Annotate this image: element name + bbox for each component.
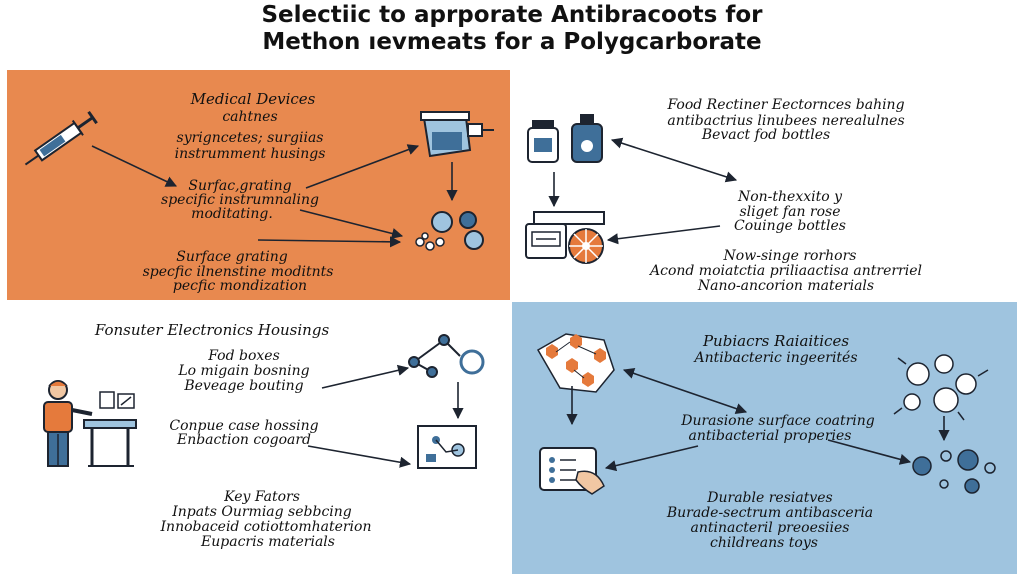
panel2-line: Couinge bottles xyxy=(734,218,846,234)
dots-cluster-icon xyxy=(912,449,996,494)
hexagon-cluster-icon xyxy=(536,333,615,393)
orange-slice-icon xyxy=(568,228,604,264)
panel1-line: syrigncetes; surgiias xyxy=(176,130,324,146)
panel2-line: Bevact fod bottles xyxy=(701,127,831,143)
panel3-arrows xyxy=(307,364,464,468)
worker-icon xyxy=(43,380,137,467)
panel3-line: Eupacris materials xyxy=(201,534,335,550)
molecule-link-icon xyxy=(408,334,485,378)
panel4-arrows xyxy=(566,367,950,472)
panel1-line: cahtnes xyxy=(222,109,278,125)
panel4-line: Durasione surface coatring xyxy=(681,413,875,429)
panel4-line: Burade-sectrum antibasceria xyxy=(666,505,874,521)
panel4-line: childreans toys xyxy=(710,535,818,551)
panel2-line: Non-thexxito y xyxy=(737,189,843,205)
panel3-line: Beveage bouting xyxy=(184,378,304,394)
panel1-line: Surfac,grating xyxy=(188,178,292,194)
title-line-1: Selectiic to aprporate Antibracoots for xyxy=(261,2,763,28)
panel2-line: Now-singe rorhors xyxy=(723,248,857,264)
panel3-line: Key Fators xyxy=(224,489,300,505)
panel1-arrows xyxy=(91,144,458,248)
panel3-line: Inpats Ourmiag sebbcing xyxy=(172,504,352,520)
panel4-line: antinacteril preoesiies xyxy=(690,520,850,536)
panel2-line: Acond moiatctia priliaactisa antrerriel xyxy=(649,263,923,279)
panel2-line: antibactrius linubees nerealulnes xyxy=(667,113,905,129)
toggle-switch-icon xyxy=(99,391,135,409)
pill-bottle-icon xyxy=(525,211,605,259)
panel4-line: Antibacteric ingeerités xyxy=(694,350,858,366)
panel2-line: Nano-ancorion materials xyxy=(697,278,875,294)
panel3-line: Innobaceid cotiottomhaterion xyxy=(160,519,372,535)
touch-panel-icon xyxy=(539,447,605,495)
panel2-heading: Food Rectiner Eectornces bahing xyxy=(667,97,905,113)
panel1-line: Surface grating xyxy=(176,249,288,265)
panel-food-containers xyxy=(512,70,1017,300)
panel3-line: Lo migain bosning xyxy=(178,363,310,379)
panel1-line: instrumment husings xyxy=(174,146,326,162)
panel-medical-devices xyxy=(7,70,510,300)
panel4-line: Durable resiatves xyxy=(707,490,833,506)
panel1-line: moditating. xyxy=(191,206,273,222)
medical-container-icon xyxy=(420,111,494,158)
panel4-line: antibacterial properies xyxy=(688,428,852,444)
title-line-2: Methon ıevmeats for a Polygcarborate xyxy=(262,29,762,55)
panel2-line: sliget fan rose xyxy=(739,204,841,220)
bacteria-cluster-icon xyxy=(893,354,989,421)
panel3-line: Conpue case hossing xyxy=(169,418,319,434)
panel2-arrows xyxy=(548,137,738,245)
panel3-line: Enbaction cogoard xyxy=(176,432,312,448)
panel1-line: specific instrumnaling xyxy=(161,192,319,208)
page-title: Selectiic to aprporate Antibracoots for … xyxy=(0,2,1024,56)
syringe-icon xyxy=(24,110,98,166)
capsules-icon xyxy=(415,211,484,251)
panel3-line: Fod boxes xyxy=(208,348,280,364)
panel1-line: pecfic mondization xyxy=(172,278,308,294)
panel1-heading: Medical Devices xyxy=(190,90,316,108)
panel4-heading: Pubiacrs Raiaitices xyxy=(702,332,850,350)
panel1-line: specfic ilnenstine moditnts xyxy=(142,264,334,280)
bottles-icon xyxy=(527,114,603,163)
panel3-heading: Fonsuter Electronics Housings xyxy=(94,321,330,339)
circuit-board-icon xyxy=(417,425,477,469)
